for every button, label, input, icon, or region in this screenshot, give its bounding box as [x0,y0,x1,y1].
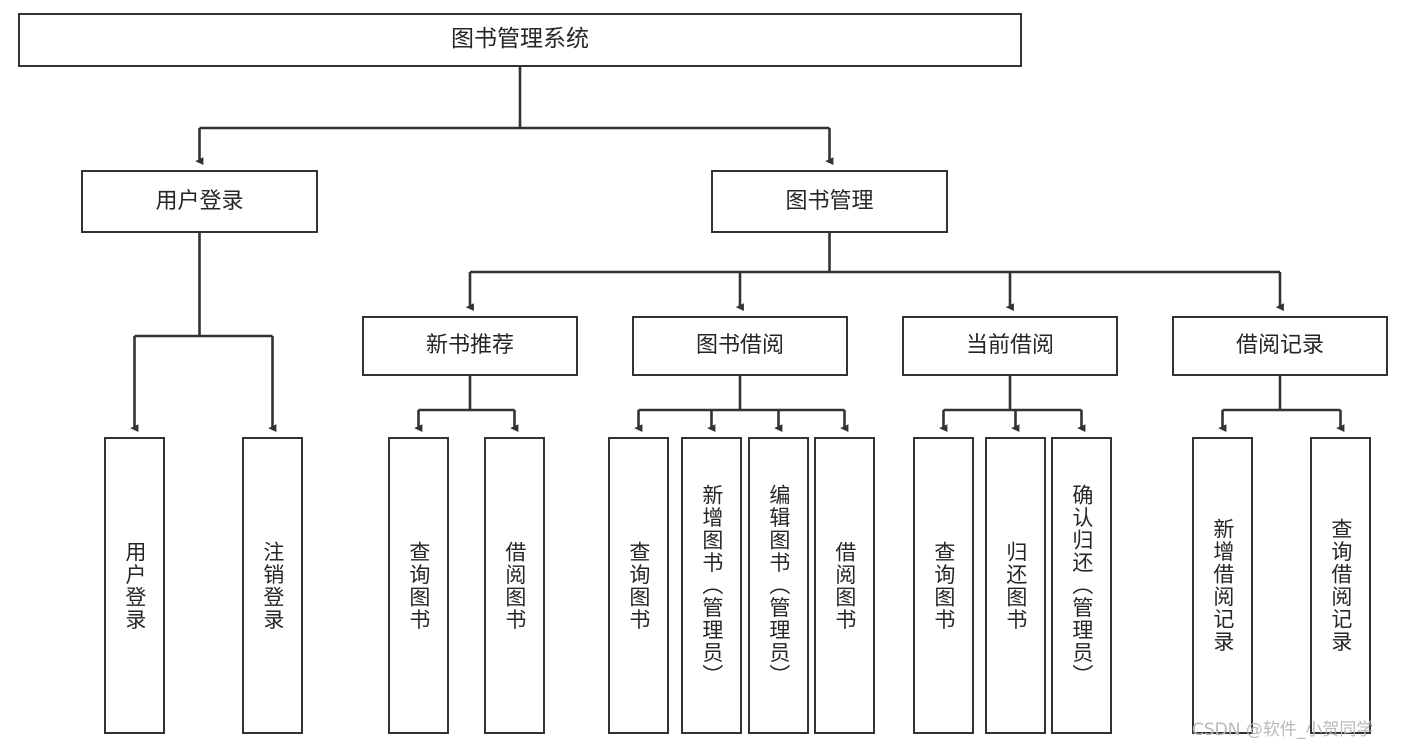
node-current-borrow[interactable]: 当前借阅 [902,316,1118,376]
node-leaf-logout[interactable]: 注销登录 [242,437,303,734]
node-label: 确认归还（管理员） [1069,484,1094,687]
node-label: 新增图书（管理员） [699,484,724,687]
node-label: 查询借阅记录 [1328,518,1353,653]
node-leaf-borrow-book-1[interactable]: 借阅图书 [484,437,545,734]
node-label: 图书管理 [785,188,874,214]
node-label: 注销登录 [260,540,285,631]
node-book-management[interactable]: 图书管理 [711,170,948,233]
node-label: 归还图书 [1003,540,1028,631]
node-label: 图书管理系统 [451,26,589,53]
node-label: 新书推荐 [425,333,514,359]
node-borrow-record[interactable]: 借阅记录 [1172,316,1388,376]
node-leaf-add-book-admin[interactable]: 新增图书（管理员） [681,437,742,734]
node-leaf-confirm-return-admin[interactable]: 确认归还（管理员） [1051,437,1112,734]
node-leaf-add-borrow-record[interactable]: 新增借阅记录 [1192,437,1253,734]
node-label: 编辑图书（管理员） [766,484,791,687]
node-user-login[interactable]: 用户登录 [81,170,318,233]
node-leaf-borrow-book-2[interactable]: 借阅图书 [814,437,875,734]
node-root[interactable]: 图书管理系统 [18,13,1022,67]
node-label: 查询图书 [626,540,651,631]
node-label: 新增借阅记录 [1210,518,1235,653]
node-label: 用户登录 [122,540,147,631]
node-leaf-query-book-1[interactable]: 查询图书 [388,437,449,734]
node-label: 借阅记录 [1235,333,1324,359]
node-label: 查询图书 [931,540,956,631]
node-label: 用户登录 [155,188,244,214]
node-label: 查询图书 [406,540,431,631]
node-leaf-query-book-2[interactable]: 查询图书 [608,437,669,734]
node-leaf-edit-book-admin[interactable]: 编辑图书（管理员） [748,437,809,734]
node-label: 当前借阅 [965,333,1054,359]
node-label: 借阅图书 [502,540,527,631]
node-label: 图书借阅 [695,333,784,359]
node-new-book-recommend[interactable]: 新书推荐 [362,316,578,376]
node-leaf-return-book[interactable]: 归还图书 [985,437,1046,734]
node-label: 借阅图书 [832,540,857,631]
node-leaf-query-borrow-record[interactable]: 查询借阅记录 [1310,437,1371,734]
node-leaf-query-book-3[interactable]: 查询图书 [913,437,974,734]
node-book-borrow[interactable]: 图书借阅 [632,316,848,376]
node-leaf-user-login[interactable]: 用户登录 [104,437,165,734]
